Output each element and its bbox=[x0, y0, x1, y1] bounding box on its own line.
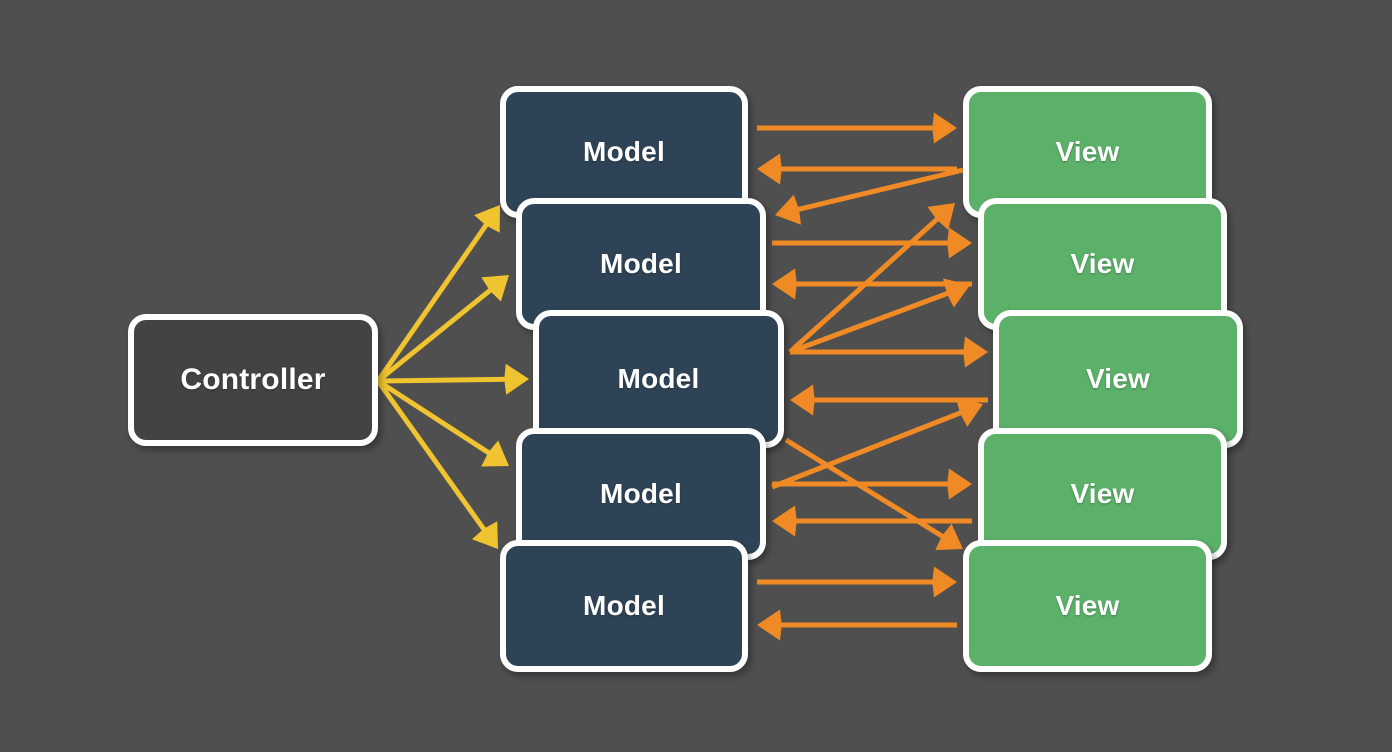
controller-node-label: Controller bbox=[180, 363, 326, 396]
model-view-arrow-1-model-to-view bbox=[757, 112, 957, 144]
model-view-diagonal-arrow-4-model-to-view bbox=[771, 397, 983, 490]
model-node-5[interactable]: Model bbox=[500, 540, 748, 672]
model-view-arrow-6-view-to-model bbox=[790, 384, 988, 416]
controller-node[interactable]: Controller bbox=[128, 314, 378, 446]
model-view-arrow-7-model-to-view bbox=[772, 468, 972, 500]
model-node-5-label: Model bbox=[583, 590, 665, 621]
model-view-arrow-4-view-to-model bbox=[772, 268, 972, 300]
view-node-5[interactable]: View bbox=[963, 540, 1212, 672]
model-node-1-label: Model bbox=[583, 136, 665, 167]
model-view-diagonal-arrow-5-model-to-view bbox=[784, 437, 963, 551]
model-view-diagonal-arrow-1-view-to-model bbox=[775, 167, 964, 225]
model-node-3-label: Model bbox=[617, 363, 700, 394]
view-node-1-label: View bbox=[1055, 136, 1120, 167]
view-node-4-label: View bbox=[1070, 478, 1135, 509]
view-node-2-label: View bbox=[1070, 248, 1135, 279]
model-view-arrow-10-view-to-model bbox=[757, 609, 957, 641]
model-view-arrow-8-view-to-model bbox=[772, 505, 972, 537]
model-node-2-label: Model bbox=[600, 248, 682, 279]
model-view-arrow-5-model-to-view bbox=[790, 336, 988, 368]
controller-to-model-arrow-2 bbox=[376, 275, 509, 383]
model-view-arrow-3-model-to-view bbox=[772, 227, 972, 259]
model-node-4-label: Model bbox=[600, 478, 682, 509]
controller-to-model-arrow-3 bbox=[377, 363, 529, 395]
model-view-arrow-9-model-to-view bbox=[757, 566, 957, 598]
model-view-arrow-2-view-to-model bbox=[757, 153, 957, 185]
model-node-3[interactable]: Model bbox=[533, 310, 784, 448]
model-view-diagonal-arrow-2-model-to-view bbox=[788, 203, 955, 354]
model-node-4[interactable]: Model bbox=[516, 428, 766, 560]
controller-to-model-arrow-1 bbox=[375, 205, 500, 383]
model-view-diagonal-arrow-3-model-to-view bbox=[789, 278, 970, 355]
controller-to-model-arrow-4 bbox=[376, 378, 509, 467]
view-node-5-label: View bbox=[1055, 590, 1120, 621]
view-node-3-label: View bbox=[1085, 363, 1151, 394]
controller-to-model-arrow-5 bbox=[375, 379, 498, 549]
